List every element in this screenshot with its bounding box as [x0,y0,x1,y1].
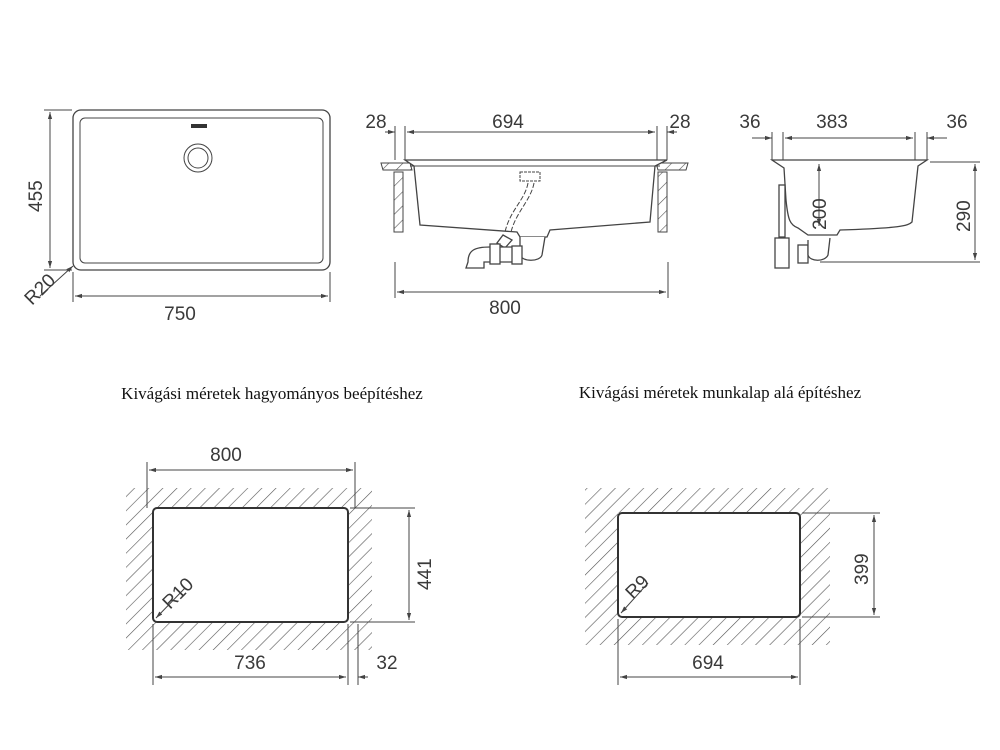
undermount-cutout-drawing: 399 694 R9 [585,488,880,685]
margin-label: 32 [376,653,397,674]
cut-height-label: 399 [852,553,873,585]
bowl-depth-label: 200 [810,198,831,230]
overall-height-label: 290 [954,200,975,232]
overall-width-label: 800 [489,298,521,319]
inner-width-label: 694 [492,112,524,133]
cut-width-label: 736 [234,653,266,674]
right-rim-label: 28 [669,112,690,133]
siphon-icon [519,236,546,261]
bowl-outline [79,117,324,264]
overflow-icon [191,124,207,128]
inner-depth-label: 383 [816,112,848,133]
side-left-rim-label: 36 [739,112,760,133]
side-drain-icon [774,237,790,269]
cutout-outline [152,507,349,623]
undermount-cutout-title: Kivágási méretek munkalap alá építéshez [579,383,862,402]
width-label: 750 [164,304,196,325]
drain-icon [183,143,213,173]
cut-width-label: 694 [692,653,724,674]
sink-front-view: 28 694 28 800 [365,112,690,319]
sink-top-view: 455 750 R20 [21,109,331,325]
left-rim-label: 28 [365,112,386,133]
drain-inner-icon [187,147,209,169]
cut-height-label: 441 [415,558,436,590]
countertop-hatch [126,488,372,650]
standard-cutout-title: Kivágási méretek hagyományos beépítéshez [121,384,423,403]
height-label: 455 [26,180,47,212]
outer-width-label: 800 [210,445,242,466]
cutout-outline [617,512,801,618]
side-right-rim-label: 36 [946,112,967,133]
radius-label: R9 [622,572,654,604]
sink-outline [72,109,331,271]
radius-label: R20 [21,270,60,309]
sink-body-section [402,159,668,238]
overflow-icon [519,171,541,182]
radius-label: R10 [159,574,198,613]
countertop-hatch [585,488,830,645]
side-body-section [769,159,930,236]
standard-cutout-drawing: 800 441 736 32 R10 [126,445,436,685]
sink-side-view: 36 383 36 200 290 [739,112,980,269]
